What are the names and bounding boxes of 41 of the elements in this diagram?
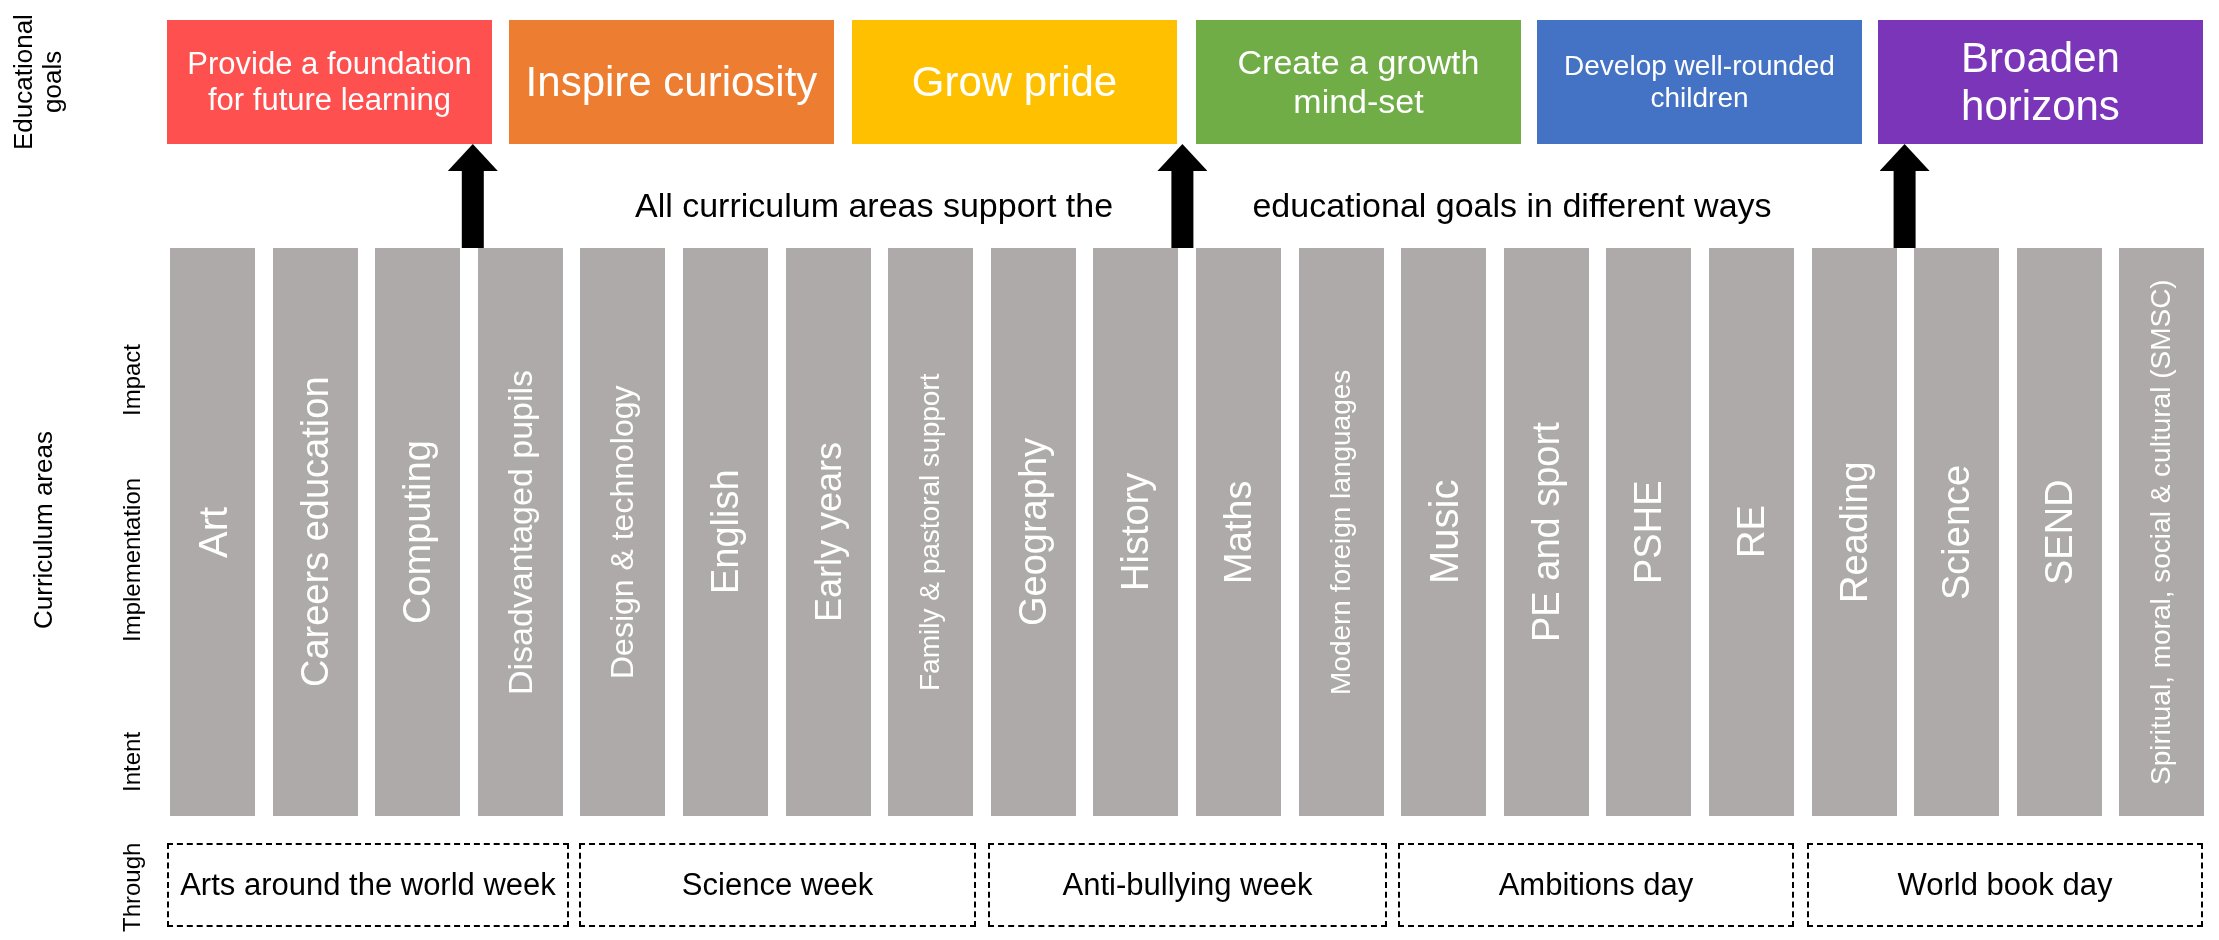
row-heading: Through bbox=[116, 841, 146, 935]
curriculum-area-bar: SEND bbox=[2016, 248, 2102, 816]
curriculum-area-bar: Science bbox=[1914, 248, 2000, 816]
stage-label: Impact bbox=[116, 343, 146, 418]
event-box: Anti-bullying week bbox=[988, 843, 1387, 927]
block-arrow bbox=[1879, 144, 1930, 248]
goal-box: Provide a foundation for future learning bbox=[167, 20, 492, 144]
curriculum-area-bar: Early years bbox=[785, 248, 871, 816]
curriculum-area-bar: History bbox=[1093, 248, 1179, 816]
goal-box: Develop well-rounded children bbox=[1537, 20, 1862, 144]
caption-text: educational goals in different ways bbox=[1251, 185, 1773, 227]
event-box: Arts around the world week bbox=[167, 843, 569, 927]
curriculum-area-bar: Music bbox=[1401, 248, 1487, 816]
event-box: Science week bbox=[579, 843, 976, 927]
goal-box: Create a growth mind-set bbox=[1196, 20, 1521, 144]
curriculum-area-bar: Design & technology bbox=[580, 248, 666, 816]
curriculum-area-bar: Family & pastoral support bbox=[888, 248, 974, 816]
stage-label: Implementation bbox=[116, 476, 146, 645]
curriculum-area-bar: English bbox=[683, 248, 768, 816]
event-box: Ambitions day bbox=[1398, 843, 1794, 927]
curriculum-area-bar: Careers education bbox=[272, 248, 358, 816]
event-box: World book day bbox=[1807, 843, 2203, 927]
goal-box: Broaden horizons bbox=[1878, 20, 2203, 144]
goal-box: Grow pride bbox=[852, 20, 1177, 144]
curriculum-area-bar: Geography bbox=[990, 248, 1076, 816]
curriculum-area-bar: Reading bbox=[1811, 248, 1897, 816]
goal-box: Inspire curiosity bbox=[509, 20, 834, 144]
curriculum-area-bar: Computing bbox=[375, 248, 461, 816]
curriculum-area-bar: PE and sport bbox=[1503, 248, 1589, 816]
curriculum-area-bar: Spiritual, moral, social & cultural (SMSC) bbox=[2119, 248, 2205, 816]
block-arrow bbox=[447, 144, 498, 248]
stage-label: Intent bbox=[116, 731, 146, 795]
row-heading: Curriculum areas bbox=[26, 430, 59, 631]
curriculum-area-bar: Modern foreign languages bbox=[1298, 248, 1384, 816]
curriculum-area-bar: Disadvantaged pupils bbox=[477, 248, 563, 816]
curriculum-area-bar: PSHE bbox=[1606, 248, 1692, 816]
curriculum-area-bar: RE bbox=[1709, 248, 1794, 816]
curriculum-area-bar: Maths bbox=[1196, 248, 1281, 816]
block-arrow bbox=[1157, 144, 1208, 248]
curriculum-area-bar: Art bbox=[170, 248, 255, 816]
caption-text: All curriculum areas support the bbox=[633, 185, 1115, 227]
